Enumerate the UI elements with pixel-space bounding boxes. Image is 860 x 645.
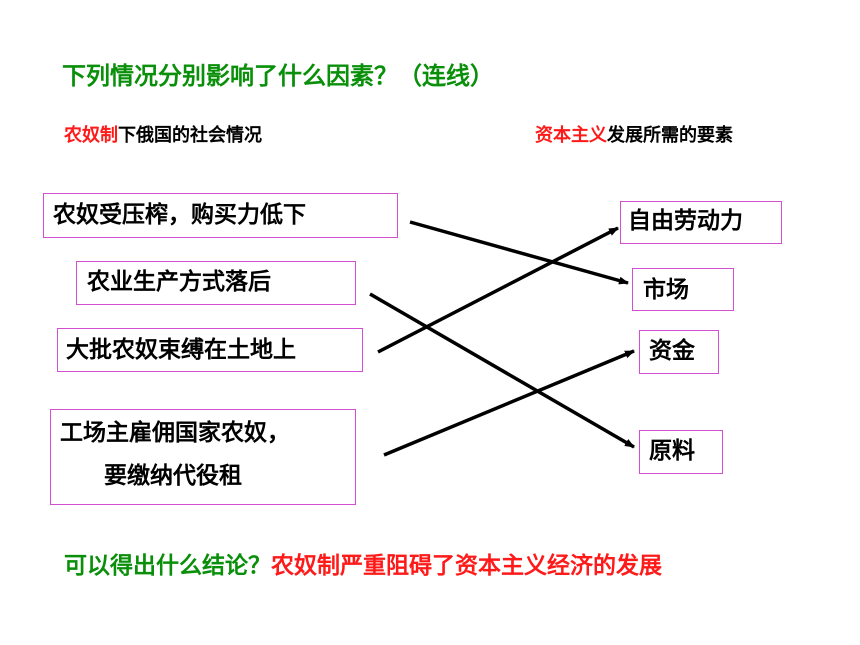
right-item-raw-materials[interactable]: 原料 — [639, 430, 723, 474]
right-column-header: 资本主义发展所需的要素 — [535, 121, 733, 147]
right-item-label: 市场 — [643, 277, 689, 303]
right-header-text: 发展所需的要素 — [607, 125, 733, 146]
arrow-serfs-to-free-labor — [377, 226, 619, 354]
left-item-label-line2: 要缴纳代役租 — [104, 463, 242, 489]
left-item-label-line1: 工场主雇佣国家农奴， — [60, 420, 290, 446]
right-header-highlight: 资本主义 — [535, 125, 607, 146]
left-item-backward-agriculture[interactable]: 农业生产方式落后 — [76, 261, 356, 305]
right-item-label: 资金 — [649, 338, 695, 364]
conclusion-question: 可以得出什么结论？ — [64, 553, 271, 579]
left-column-header: 农奴制下俄国的社会情况 — [64, 121, 262, 147]
left-header-highlight: 农奴制 — [64, 125, 118, 146]
left-item-label: 大批农奴束缚在土地上 — [66, 337, 296, 363]
left-item-label: 农业生产方式落后 — [87, 269, 271, 295]
arrow-agriculture-to-raw-materials — [369, 292, 635, 449]
left-item-bound-serfs[interactable]: 大批农奴束缚在土地上 — [57, 328, 363, 372]
arrow-purchasing-to-market — [409, 220, 629, 285]
left-item-label: 农奴受压榨，购买力低下 — [53, 202, 306, 228]
right-item-market[interactable]: 市场 — [632, 268, 734, 311]
right-item-free-labor[interactable]: 自由劳动力 — [620, 201, 782, 244]
left-header-text: 下俄国的社会情况 — [118, 125, 262, 146]
conclusion-answer: 农奴制严重阻碍了资本主义经济的发展 — [271, 553, 662, 579]
page-title: 下列情况分别影响了什么因素？（连线） — [62, 62, 494, 90]
right-item-label: 原料 — [649, 438, 695, 464]
right-item-label: 自由劳动力 — [628, 208, 743, 234]
left-item-factory-owners[interactable]: 工场主雇佣国家农奴， 要缴纳代役租 — [50, 409, 356, 505]
conclusion: 可以得出什么结论？农奴制严重阻碍了资本主义经济的发展 — [64, 546, 662, 580]
arrow-factory-to-capital — [383, 349, 635, 457]
right-item-capital[interactable]: 资金 — [639, 330, 719, 374]
left-item-purchasing-power[interactable]: 农奴受压榨，购买力低下 — [43, 193, 398, 238]
